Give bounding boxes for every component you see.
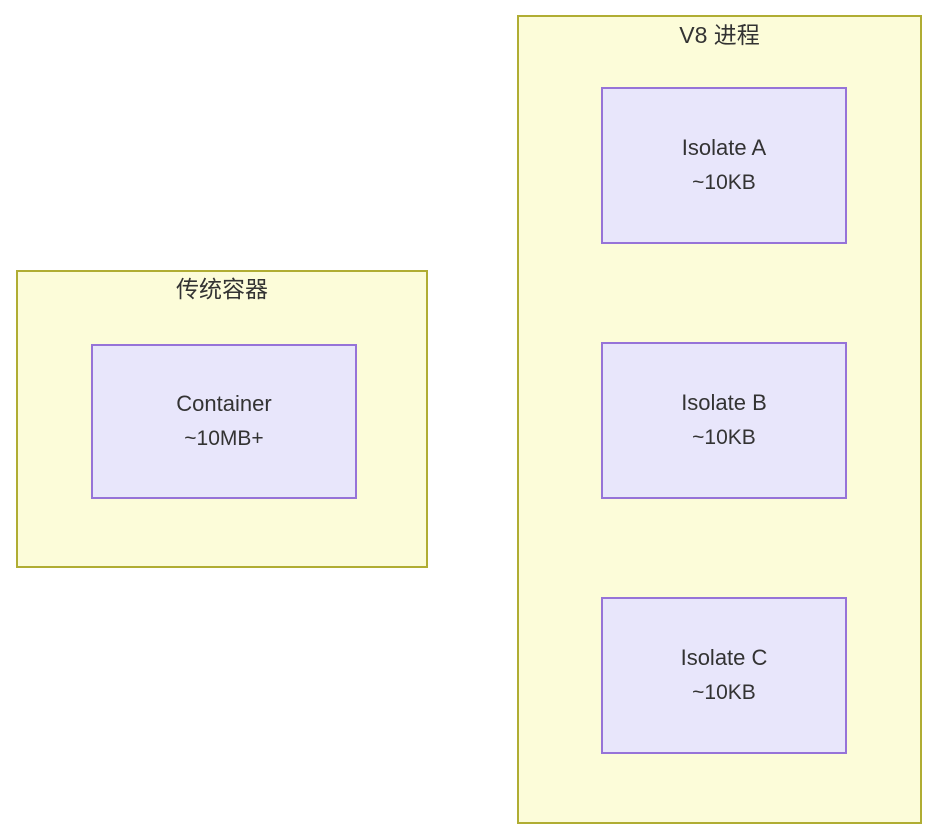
container-unit-box: Container ~10MB+: [91, 344, 357, 499]
container-unit-size: ~10MB+: [184, 427, 264, 451]
isolate-c-unit-name: Isolate C: [680, 645, 768, 671]
isolate-a-unit-box: Isolate A ~10KB: [601, 87, 847, 244]
isolate-a-unit-size: ~10KB: [692, 171, 756, 195]
legacy-container-group-title: 传统容器: [176, 276, 268, 302]
isolate-a-unit-name: Isolate A: [681, 135, 767, 161]
isolate-b-unit-size: ~10KB: [692, 426, 756, 450]
container-unit-name: Container: [176, 391, 272, 417]
isolate-c-unit-size: ~10KB: [692, 681, 756, 705]
v8-process-group-title: V8 进程: [679, 22, 760, 48]
isolate-c-unit-box: Isolate C ~10KB: [601, 597, 847, 754]
isolate-b-unit-box: Isolate B ~10KB: [601, 342, 847, 499]
isolate-b-unit-name: Isolate B: [681, 390, 767, 416]
